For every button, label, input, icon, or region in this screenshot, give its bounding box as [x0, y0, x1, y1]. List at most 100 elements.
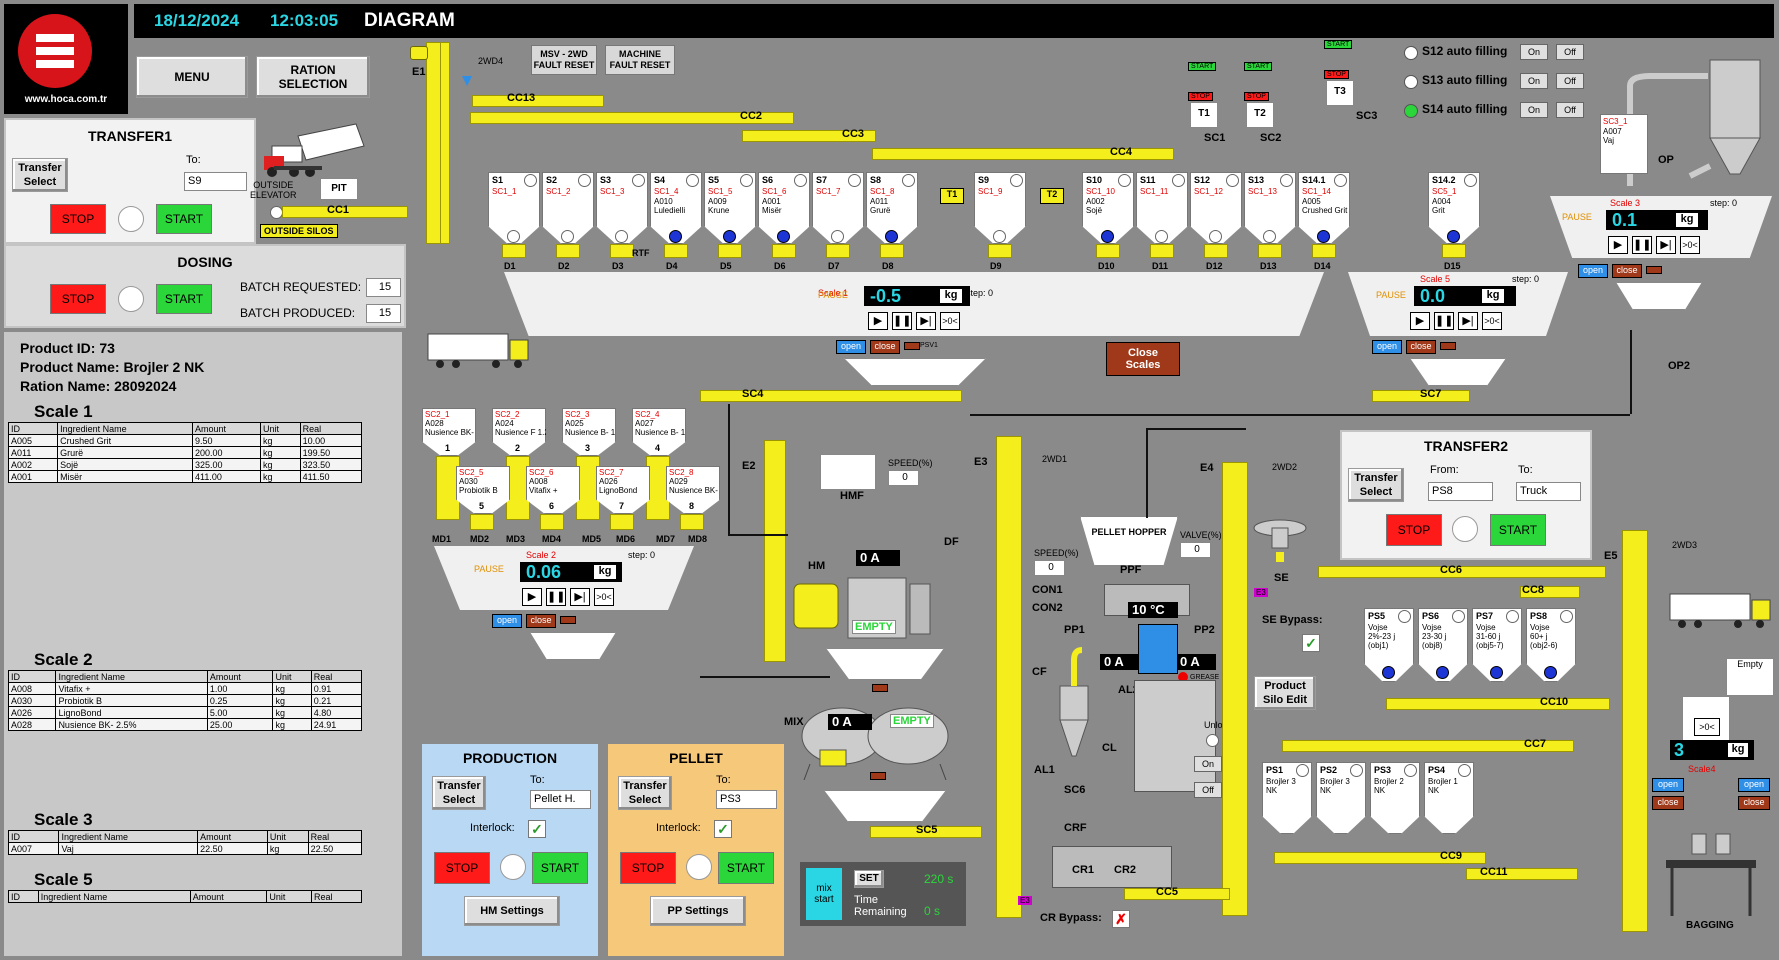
t1-start-button[interactable]: START: [1188, 62, 1217, 71]
t3-start-button[interactable]: START: [1324, 40, 1353, 49]
time-remaining-label: Time Remaining: [854, 894, 907, 918]
production-stop-button[interactable]: STOP: [434, 852, 490, 884]
bagging-left-close-button[interactable]: close: [1652, 796, 1684, 810]
psv5-open-button[interactable]: open: [1578, 264, 1608, 278]
scale1-pause-button[interactable]: ❚❚: [892, 312, 912, 330]
dosing-panel: DOSING STOP START BATCH REQUESTED: 15 BA…: [4, 244, 406, 328]
scale2-tare-button[interactable]: >0<: [594, 588, 614, 606]
hm-settings-button[interactable]: HM Settings: [464, 896, 560, 926]
auto-filling-on-button[interactable]: On: [1520, 102, 1548, 118]
speed-field[interactable]: 0: [888, 470, 919, 486]
scale3-tare-button[interactable]: >0<: [1680, 236, 1700, 254]
psv5-close-button[interactable]: close: [1612, 264, 1642, 278]
product-name: Product Name: Brojler 2 NK: [20, 359, 205, 375]
silo-fill-indicator: [885, 230, 898, 243]
bagging-right-close-button[interactable]: close: [1738, 796, 1770, 810]
pellet-stop-button[interactable]: STOP: [620, 852, 676, 884]
transfer2-stop-button[interactable]: STOP: [1386, 514, 1442, 546]
unload-on-button[interactable]: On: [1194, 756, 1222, 772]
bagging-right-open-button[interactable]: open: [1738, 778, 1770, 792]
scale3-play-button[interactable]: ▶: [1608, 236, 1628, 254]
scale1-tare-button[interactable]: >0<: [940, 312, 960, 330]
batch-requested-field[interactable]: 15: [366, 278, 401, 297]
scale2-play-button[interactable]: ▶: [522, 588, 542, 606]
dosing-start-button[interactable]: START: [156, 284, 212, 314]
scale2-title: Scale 2: [34, 650, 93, 669]
scale5-next-button[interactable]: ▶|: [1458, 312, 1478, 330]
transfer2-to-field[interactable]: Truck: [1516, 482, 1581, 501]
transfer2-start-button[interactable]: START: [1490, 514, 1546, 546]
auto-filling-off-button[interactable]: Off: [1556, 44, 1584, 60]
cc3-conveyor: [742, 130, 876, 142]
pellet-start-button[interactable]: START: [718, 852, 774, 884]
machine-fault-reset-button[interactable]: MACHINE FAULT RESET: [605, 45, 675, 75]
psv2-open-button[interactable]: open: [492, 614, 522, 628]
micro-silo-code: SC2_7: [599, 468, 624, 477]
mix-start-button[interactable]: mix start: [806, 868, 842, 920]
psv1-open-button[interactable]: open: [836, 340, 866, 354]
scale3-pause-button[interactable]: ❚❚: [1632, 236, 1652, 254]
scale5-tare-button[interactable]: >0<: [1482, 312, 1502, 330]
scale5-pause-button[interactable]: ❚❚: [1434, 312, 1454, 330]
cr-bypass-checkbox[interactable]: ✗: [1112, 910, 1130, 928]
production-start-button[interactable]: START: [532, 852, 588, 884]
scale1-play-button[interactable]: ▶: [868, 312, 888, 330]
production-to-field[interactable]: Pellet H.: [530, 790, 591, 809]
transfer2-from-field[interactable]: PS8: [1428, 482, 1493, 501]
transfer2-select-button[interactable]: Transfer Select: [1348, 468, 1404, 502]
product-silo-edit-button[interactable]: Product Silo Edit: [1254, 676, 1316, 710]
scale4-tare-button[interactable]: >0<: [1694, 718, 1720, 736]
silo-doser-label: D2: [558, 261, 570, 271]
close-scales-button[interactable]: Close Scales: [1106, 342, 1180, 376]
table-cell: 199.50: [299, 446, 363, 459]
scale3-next-button[interactable]: ▶|: [1656, 236, 1676, 254]
psv9-open-button[interactable]: open: [1372, 340, 1402, 354]
dosing-stop-button[interactable]: STOP: [50, 284, 106, 314]
pellet-interlock-checkbox[interactable]: ✓: [714, 820, 732, 838]
msv-fault-reset-button[interactable]: MSV - 2WD FAULT RESET: [531, 45, 597, 75]
valve-field[interactable]: 0: [1180, 542, 1211, 558]
scale5-play-button[interactable]: ▶: [1410, 312, 1430, 330]
scale2-next-button[interactable]: ▶|: [570, 588, 590, 606]
transfer1-stop-button[interactable]: STOP: [50, 204, 106, 234]
transfer1-select-button[interactable]: Transfer Select: [12, 158, 68, 192]
psv2-close-button[interactable]: close: [526, 614, 556, 628]
t2-start-button[interactable]: START: [1244, 62, 1273, 71]
pp-settings-button[interactable]: PP Settings: [650, 896, 746, 926]
scale1-next-button[interactable]: ▶|: [916, 312, 936, 330]
auto-filling-on-button[interactable]: On: [1520, 73, 1548, 89]
auto-filling-off-button[interactable]: Off: [1556, 73, 1584, 89]
production-interlock-checkbox[interactable]: ✓: [528, 820, 546, 838]
menu-button[interactable]: MENU: [136, 56, 248, 98]
auto-filling-on-button[interactable]: On: [1520, 44, 1548, 60]
psv9-close-button[interactable]: close: [1406, 340, 1436, 354]
pellet-select-button[interactable]: Transfer Select: [618, 776, 672, 810]
transfer1-to-field[interactable]: S9: [184, 172, 247, 191]
se-bypass-checkbox[interactable]: ✓: [1302, 634, 1320, 652]
psv1-close-button[interactable]: close: [870, 340, 900, 354]
scale2-pause-button[interactable]: ❚❚: [546, 588, 566, 606]
t2-stop-button[interactable]: STOP: [1244, 92, 1269, 101]
mix-set-button[interactable]: SET: [854, 870, 884, 888]
silo-level-indicator: [578, 174, 591, 187]
speed2-field[interactable]: 0: [1034, 560, 1065, 576]
ration-selection-button[interactable]: RATION SELECTION: [256, 56, 370, 98]
unload-off-button[interactable]: Off: [1194, 782, 1222, 798]
production-select-button[interactable]: Transfer Select: [432, 776, 486, 810]
auto-filling-off-button[interactable]: Off: [1556, 102, 1584, 118]
t1-stop-button[interactable]: STOP: [1188, 92, 1213, 101]
t3-stop-button[interactable]: STOP: [1324, 70, 1349, 79]
pellet-to-field[interactable]: PS3: [716, 790, 777, 809]
transfer1-start-button[interactable]: START: [156, 204, 212, 234]
bagging-left-open-button[interactable]: open: [1652, 778, 1684, 792]
